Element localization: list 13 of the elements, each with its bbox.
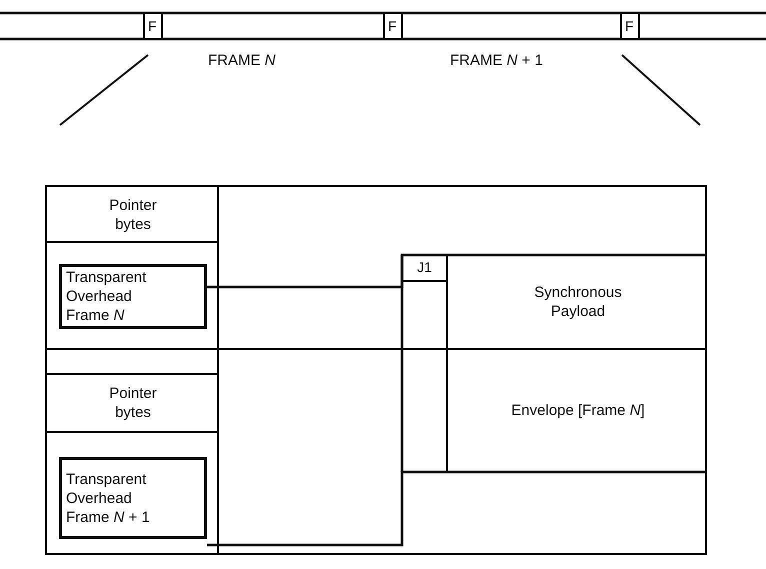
- overhead-box: Transparent Overhead Frame N: [59, 264, 207, 329]
- payload-region: Synchronous Payload: [447, 255, 709, 349]
- frame-label: FRAME N: [208, 52, 276, 69]
- j1-field: J1: [402, 255, 447, 282]
- frame-marker: F: [620, 12, 640, 40]
- frame-label: FRAME N + 1: [450, 52, 543, 69]
- payload-region: Envelope [Frame N]: [447, 349, 709, 472]
- overhead-box: Transparent Overhead Frame N + 1: [59, 457, 207, 539]
- frame-marker: F: [143, 12, 163, 40]
- frame-marker: F: [383, 12, 403, 40]
- pointer-field: Pointer bytes: [47, 187, 219, 242]
- frame-outline: [45, 185, 707, 555]
- pointer-field: Pointer bytes: [47, 374, 219, 432]
